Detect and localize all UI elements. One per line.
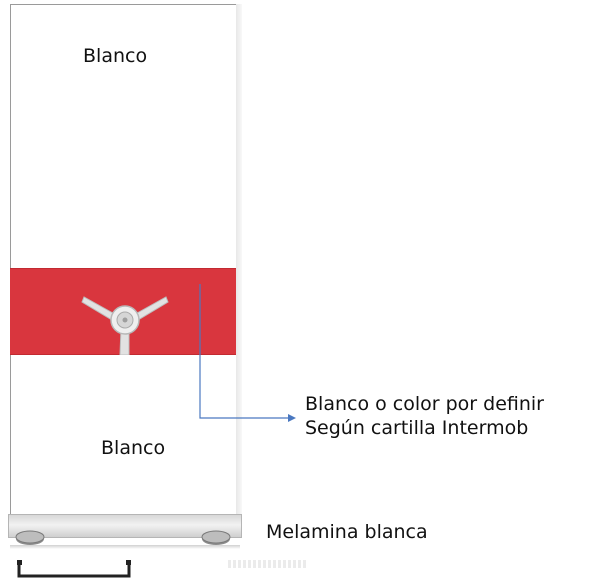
faint-mark xyxy=(228,560,308,568)
middle-panel xyxy=(10,268,239,355)
color-annotation: Blanco o color por definir Según cartill… xyxy=(305,392,544,440)
color-annotation-line2: Según cartilla Intermob xyxy=(305,417,529,439)
base-annotation: Melamina blanca xyxy=(266,521,428,543)
top-panel: Blanco xyxy=(11,5,238,267)
top-panel-label: Blanco xyxy=(83,45,148,67)
floor-shadow xyxy=(10,545,240,549)
cabinet-side-shadow xyxy=(236,4,242,516)
bottom-panel-label: Blanco xyxy=(101,437,166,459)
leveling-foot-icon xyxy=(201,530,231,545)
color-annotation-line1: Blanco o color por definir xyxy=(305,393,544,415)
bracket-icon xyxy=(17,560,131,578)
cabinet: Blanco Blanco xyxy=(10,4,239,516)
cabinet-base xyxy=(8,514,242,538)
bottom-panel: Blanco xyxy=(11,355,238,515)
leveling-foot-icon xyxy=(15,530,45,545)
three-spoke-knob-icon xyxy=(81,296,169,355)
arrow-right-icon xyxy=(288,414,296,422)
